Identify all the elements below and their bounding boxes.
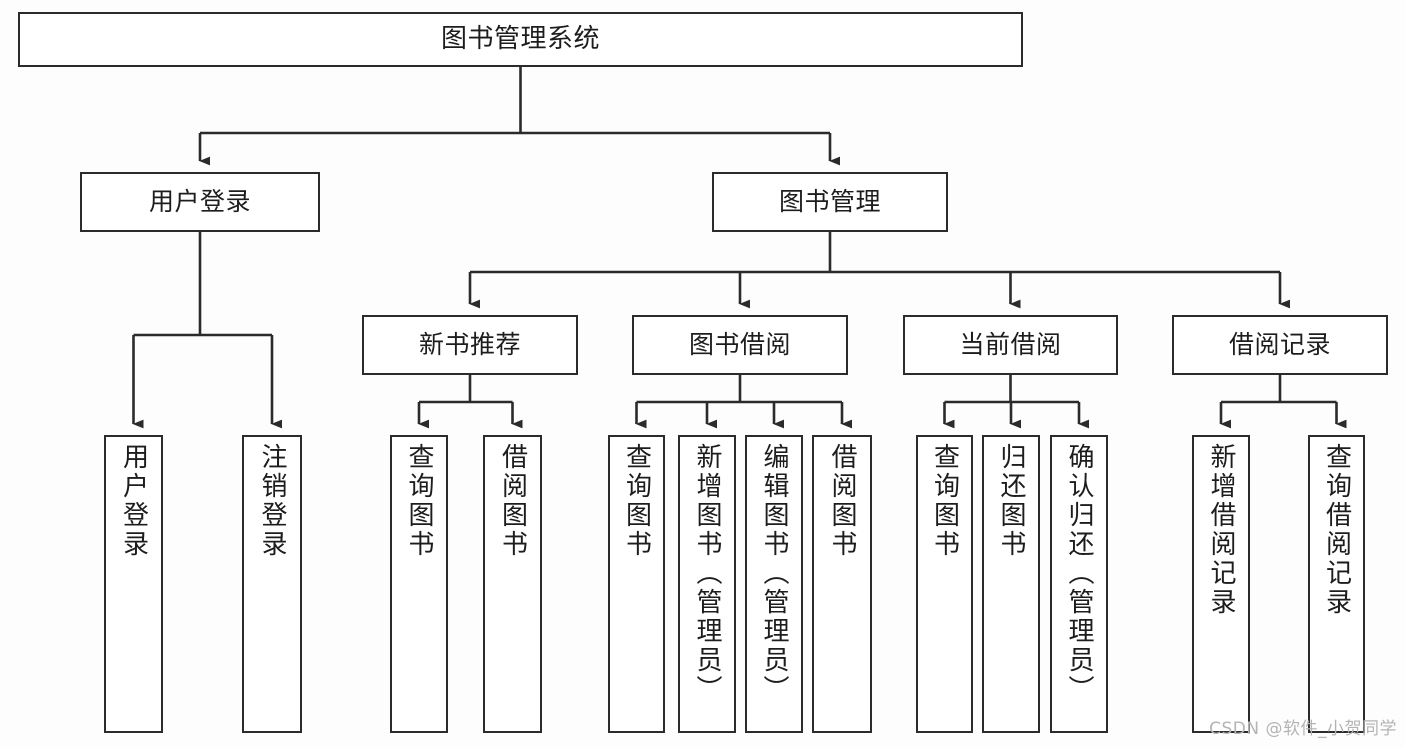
node-leaf-user-logout[interactable]: 注销登录: [242, 435, 302, 733]
node-leaf-rec-borrow[interactable]: 借阅图书: [483, 435, 542, 733]
node-book-manage[interactable]: 图书管理: [712, 172, 948, 232]
node-leaf-cur-return[interactable]: 归还图书: [982, 435, 1040, 733]
node-leaf-cur-confirm[interactable]: 确认归还（管理员）: [1050, 435, 1108, 733]
node-leaf-rec-add[interactable]: 新增借阅记录: [1192, 435, 1250, 733]
node-leaf-user-login[interactable]: 用户登录: [104, 435, 163, 733]
node-label: 用户登录: [148, 187, 251, 217]
node-label: 借阅图书: [827, 443, 857, 559]
node-book-borrow[interactable]: 图书借阅: [632, 315, 848, 375]
node-leaf-borrow-edit[interactable]: 编辑图书（管理员）: [745, 435, 803, 733]
node-label: 图书管理系统: [440, 24, 600, 55]
node-label: 注销登录: [257, 443, 287, 559]
node-label: 查询图书: [621, 443, 652, 559]
node-user-login[interactable]: 用户登录: [80, 172, 320, 232]
node-label: 编辑图书（管理员）: [759, 443, 789, 704]
node-leaf-borrow-query[interactable]: 查询图书: [608, 435, 665, 733]
node-leaf-cur-query[interactable]: 查询图书: [916, 435, 973, 733]
node-label: 新增图书（管理员）: [692, 443, 722, 704]
node-label: 确认归还（管理员）: [1064, 443, 1094, 704]
node-root[interactable]: 图书管理系统: [18, 12, 1023, 67]
node-label: 图书管理: [778, 187, 881, 217]
node-label: 当前借阅: [959, 330, 1062, 360]
node-leaf-rec-search[interactable]: 查询借阅记录: [1308, 435, 1365, 733]
csdn-watermark: CSDN @软件_小贺同学: [1209, 719, 1397, 739]
node-label: 新增借阅记录: [1206, 443, 1236, 617]
node-current-borrow[interactable]: 当前借阅: [903, 315, 1118, 375]
node-label: 借阅记录: [1228, 330, 1331, 360]
node-label: 用户登录: [118, 443, 149, 559]
node-leaf-borrow-lend[interactable]: 借阅图书: [812, 435, 872, 733]
node-label: 查询借阅记录: [1321, 443, 1352, 617]
node-label: 借阅图书: [497, 443, 528, 559]
node-label: 图书借阅: [688, 330, 791, 360]
node-label: 查询图书: [929, 443, 960, 559]
node-borrow-record[interactable]: 借阅记录: [1172, 315, 1388, 375]
node-new-book-rec[interactable]: 新书推荐: [362, 315, 578, 375]
node-leaf-borrow-add[interactable]: 新增图书（管理员）: [678, 435, 736, 733]
node-leaf-rec-query[interactable]: 查询图书: [390, 435, 448, 733]
node-label: 归还图书: [996, 443, 1026, 559]
node-label: 查询图书: [404, 443, 434, 559]
node-label: 新书推荐: [418, 330, 521, 360]
